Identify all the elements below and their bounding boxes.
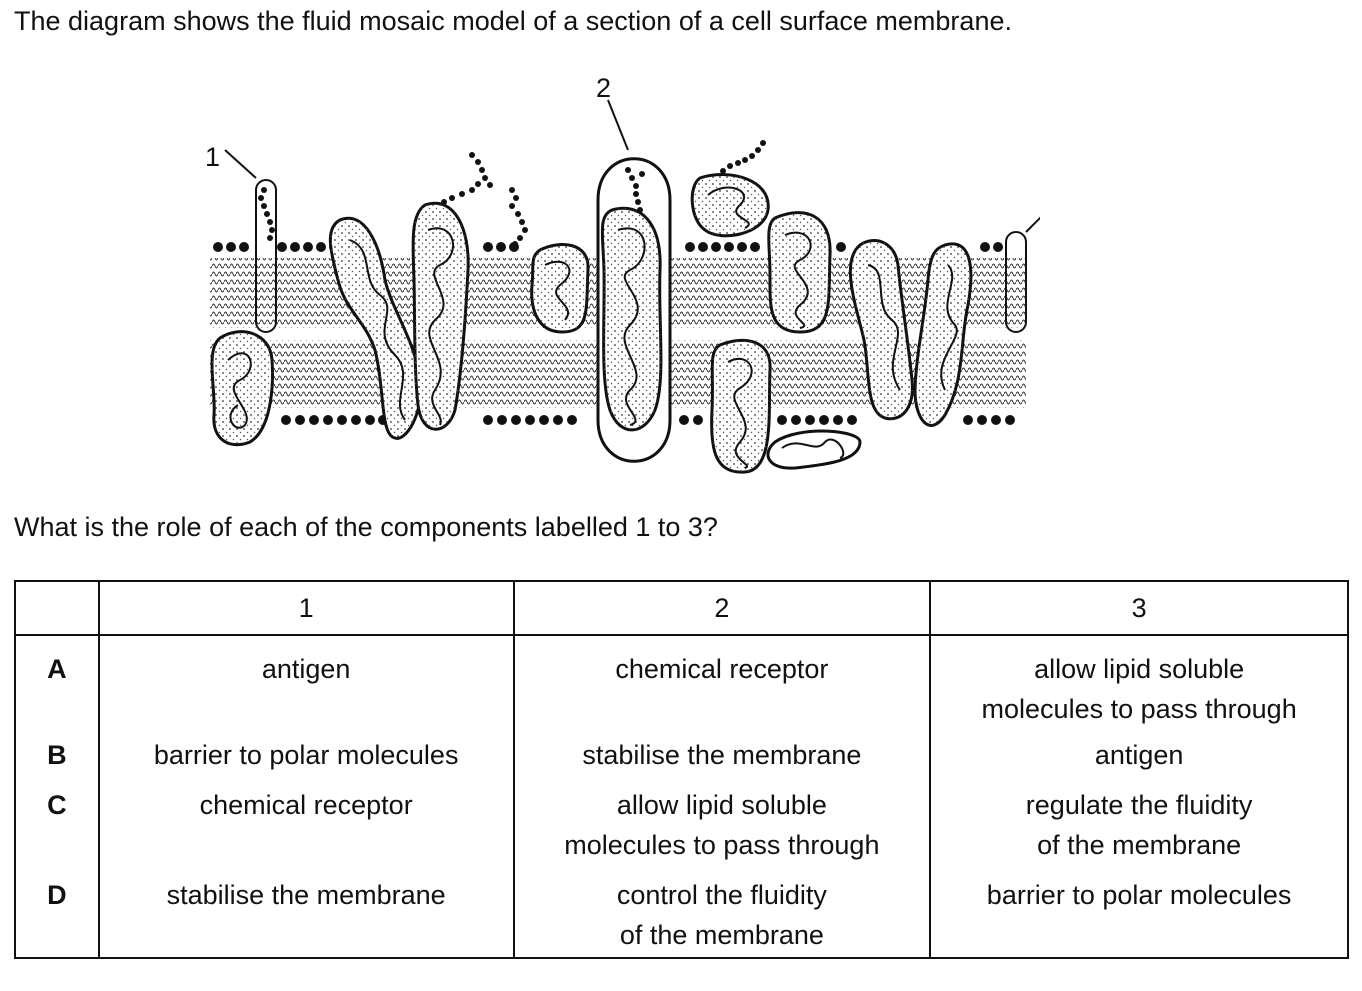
cell-text-line: molecules to pass through (564, 830, 880, 860)
option-letter: D (14, 865, 100, 958)
option-cell-1: chemical receptor (97, 775, 515, 865)
phospholipid-heads-top (213, 242, 1003, 252)
cell-text-line: of the membrane (1037, 830, 1242, 860)
option-cell-2: control the fluidity of the membrane (512, 865, 932, 958)
cell-text-line: allow lipid soluble (616, 790, 827, 820)
protein-interiors (211, 174, 971, 473)
cell-text-line: chemical receptor (199, 790, 413, 820)
carbohydrate-chains (258, 140, 766, 247)
cell-text-line: stabilise the membrane (166, 880, 446, 910)
cell-text-line: stabilise the membrane (582, 740, 862, 770)
cell-text-line: molecules to pass through (981, 694, 1297, 724)
option-cell-1: stabilise the membrane (97, 865, 515, 958)
option-cell-3: antigen (929, 729, 1349, 775)
option-cell-3: allow lipid soluble molecules to pass thr… (929, 635, 1349, 729)
cell-text-line: barrier to polar molecules (153, 740, 459, 770)
phospholipid-heads-bottom (281, 415, 1015, 425)
cell-text-line: antigen (1094, 740, 1184, 770)
cell-text-line: allow lipid soluble (1034, 654, 1245, 684)
option-cell-3: regulate the fluidity of the membrane (929, 775, 1349, 865)
header-3: 3 (929, 581, 1349, 636)
cell-text-line: of the membrane (619, 920, 824, 950)
label-2: 2 (596, 73, 611, 103)
header-2: 2 (512, 581, 932, 636)
question-text: What is the role of each of the componen… (14, 512, 718, 542)
header-blank (14, 581, 100, 636)
option-letter: A (14, 635, 100, 729)
cell-text-line: barrier to polar molecules (986, 880, 1292, 910)
option-cell-1: antigen (97, 635, 515, 729)
cell-text-line: chemical receptor (615, 654, 829, 684)
label-leaders (224, 99, 1040, 233)
option-cell-1: barrier to polar molecules (97, 729, 515, 775)
polypeptide-chains (227, 186, 958, 469)
option-letter: C (14, 775, 100, 865)
option-cell-2: chemical receptor (512, 635, 932, 729)
option-cell-2: allow lipid soluble molecules to pass thr… (512, 775, 932, 865)
component-1-outline (255, 179, 277, 333)
cell-text-line: antigen (261, 654, 351, 684)
component-3-outline (1005, 231, 1027, 333)
option-cell-2: stabilise the membrane (512, 729, 932, 775)
option-cell-3: barrier to polar molecules (929, 865, 1349, 958)
cell-text-line: regulate the fluidity (1025, 790, 1253, 820)
membrane-diagram: 1 2 3 (205, 73, 1040, 474)
label-1: 1 (205, 142, 220, 172)
cell-text-line: control the fluidity (616, 880, 827, 910)
table-header-row: 1 2 3 (14, 581, 1349, 636)
header-1: 1 (97, 581, 515, 636)
option-letter: B (14, 729, 100, 775)
intro-text: The diagram shows the fluid mosaic model… (14, 6, 1012, 36)
